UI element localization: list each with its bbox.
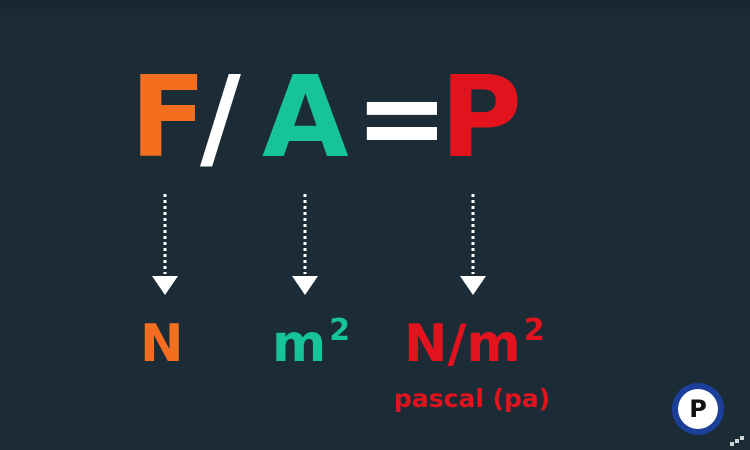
equals-symbol: =	[355, 53, 449, 183]
corner-icon	[730, 436, 744, 446]
area-unit-exponent: 2	[329, 313, 351, 348]
pressure-symbol: P	[440, 53, 523, 183]
dotted-down-arrow-icon	[292, 194, 318, 295]
divide-symbol: /	[200, 53, 241, 183]
pressure-unit-base: N/m	[404, 314, 521, 374]
logo-icon: P	[672, 383, 724, 435]
pressure-unit-exponent: 2	[523, 313, 545, 348]
area-unit-base: m	[272, 314, 327, 374]
pressure-unit-name: pascal (pa)	[394, 384, 551, 413]
logo-letter: P	[678, 389, 718, 429]
dotted-down-arrow-icon	[152, 194, 178, 295]
force-unit: N	[140, 314, 184, 374]
top-shadow-bar	[0, 0, 750, 22]
area-symbol: A	[262, 53, 349, 183]
force-symbol: F	[130, 53, 207, 183]
dotted-down-arrow-icon	[460, 194, 486, 295]
